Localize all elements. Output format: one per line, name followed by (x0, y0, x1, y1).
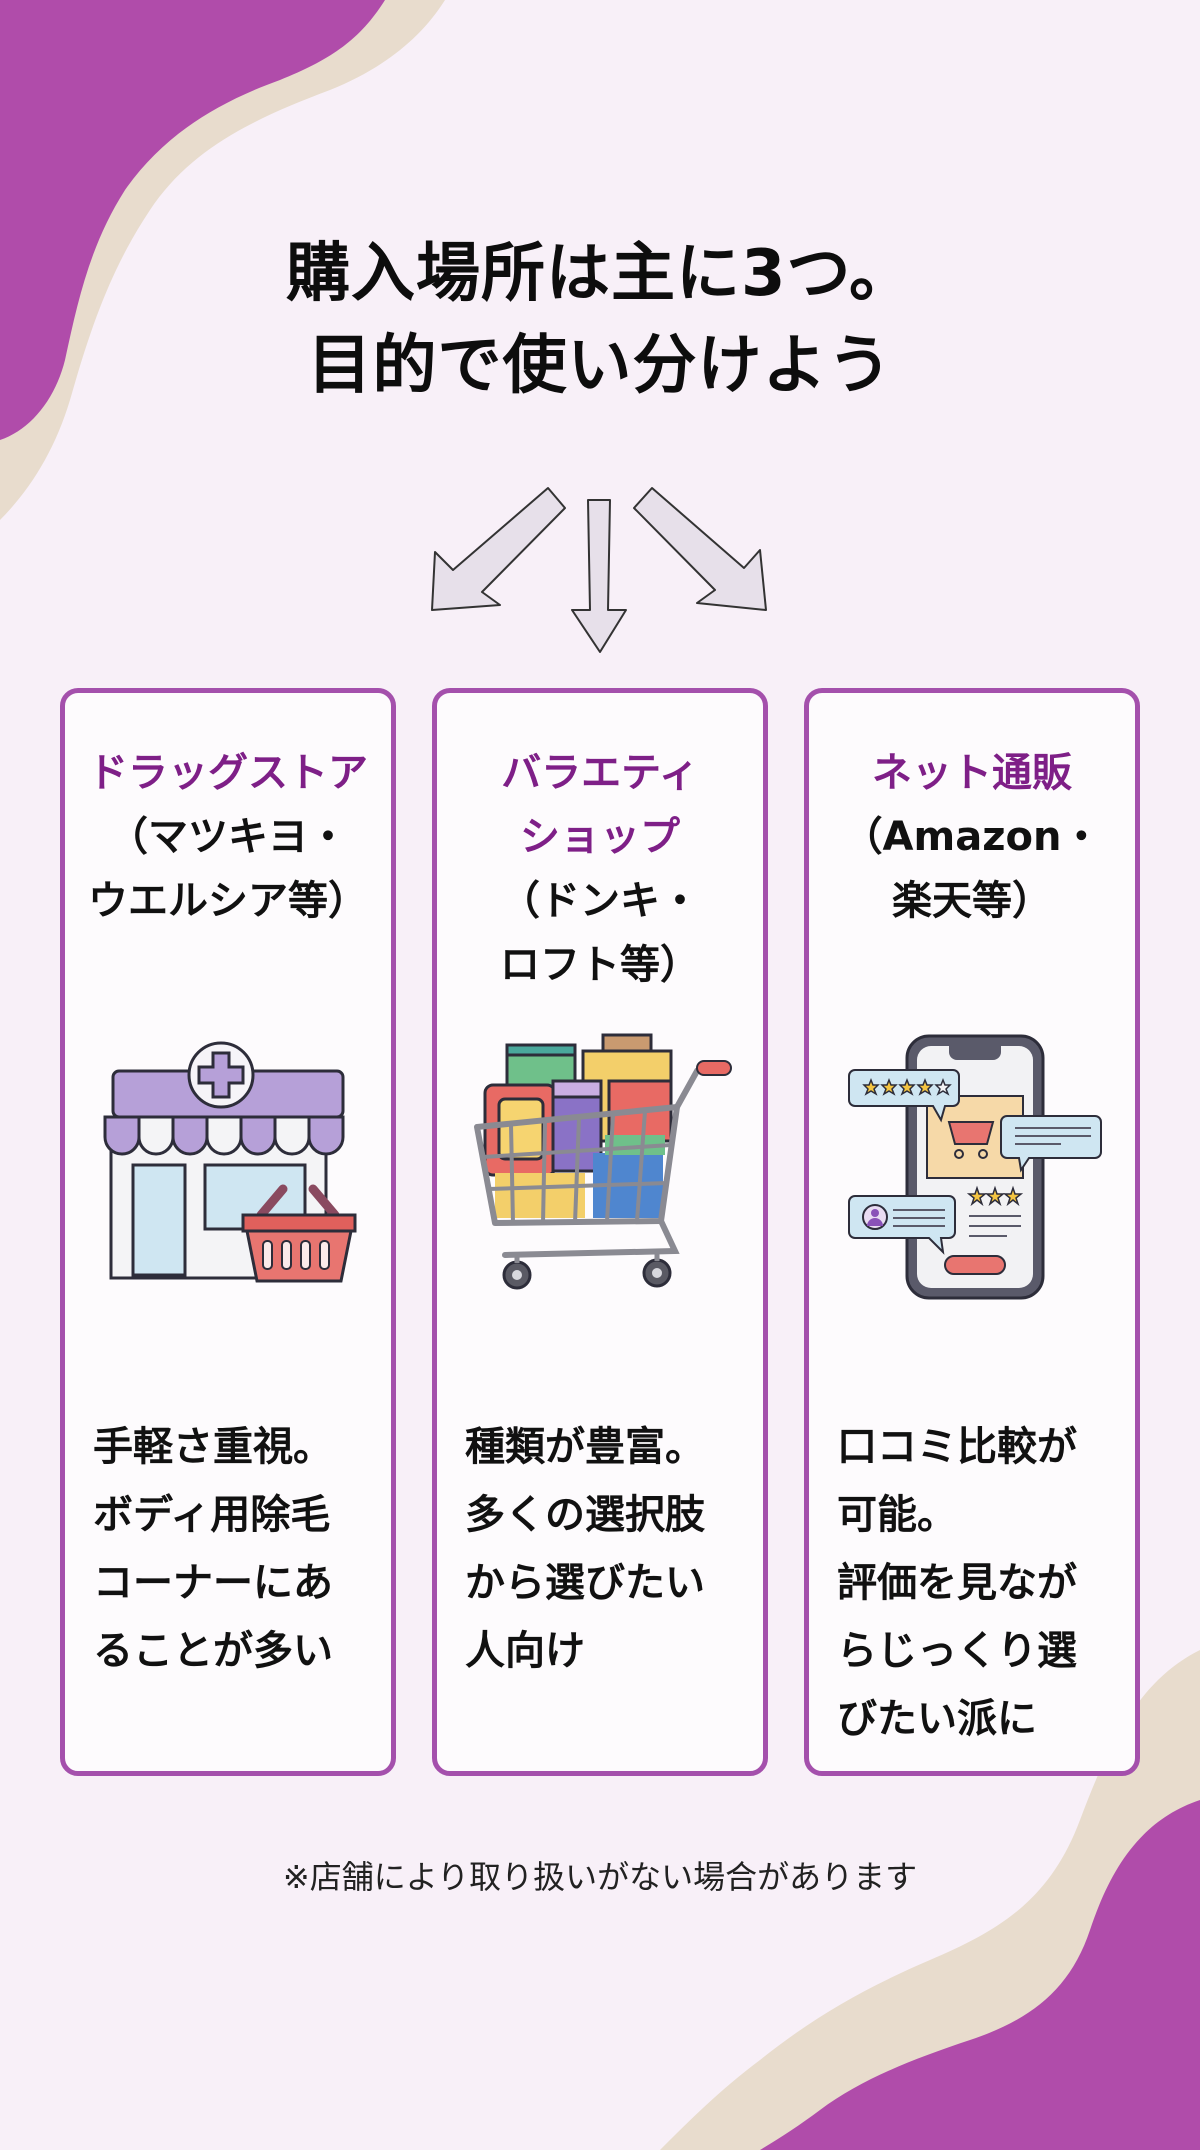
arrow-down-left-icon (431, 487, 566, 611)
title-line-2: 目的で使い分けよう (307, 329, 893, 403)
footnote: ※店舗により取り扱いがない場合があります (282, 1858, 918, 1896)
smartphone-reviews-icon (848, 1034, 1102, 1300)
arrow-down-icon (571, 499, 627, 653)
card-name-line-2: ショップ (520, 814, 680, 860)
desc-line: らじっくり選 (837, 1628, 1077, 1674)
desc-line: ボディ用除毛 (93, 1492, 331, 1538)
card-examples-line-1: （ドンキ・ (500, 878, 700, 924)
card-online-shopping: ネット通販 （Amazon・ 楽天等） (804, 688, 1140, 1776)
desc-line: コーナーにあ (93, 1560, 333, 1606)
desc-line: 種類が豊富。 (465, 1424, 705, 1470)
desc-line: ることが多い (93, 1628, 333, 1674)
card-examples-line-2: ウエルシア等） (88, 878, 368, 924)
desc-line: 口コミ比較が (837, 1424, 1077, 1470)
shopping-cart-icon (474, 1033, 732, 1290)
card-title: ドラッグストア （マツキヨ・ ウエルシア等） (65, 741, 391, 933)
card-name-line-1: バラエティ (501, 750, 699, 796)
arrow-down-right-icon (633, 487, 767, 611)
title-line-1: 購入場所は主に3つ。 (286, 237, 914, 311)
desc-line: 人向け (465, 1628, 585, 1674)
card-examples-line-2: 楽天等） (892, 878, 1052, 924)
desc-line: 多くの選択肢 (465, 1492, 705, 1538)
desc-line: 評価を見なが (837, 1560, 1077, 1606)
card-name: ネット通販 (872, 750, 1072, 796)
card-name: ドラッグストア (88, 750, 368, 796)
card-title: ネット通販 （Amazon・ 楽天等） (809, 741, 1135, 933)
card-examples-line-2: ロフト等） (500, 942, 700, 988)
card-description: 手軽さ重視。 ボディ用除毛 コーナーにあ ることが多い (93, 1413, 375, 1685)
desc-line: から選びたい (465, 1560, 705, 1606)
desc-line: びたい派に (837, 1696, 1037, 1742)
drugstore-with-basket-icon (103, 1041, 357, 1283)
card-variety-shop: バラエティ ショップ （ドンキ・ ロフト等） (432, 688, 768, 1776)
card-drugstore: ドラッグストア （マツキヨ・ ウエルシア等） (60, 688, 396, 1776)
desc-line: 手軽さ重視。 (93, 1424, 333, 1470)
page-title: 購入場所は主に3つ。 目的で使い分けよう (0, 228, 1200, 412)
three-arrows-decoration (431, 487, 767, 653)
card-description: 種類が豊富。 多くの選択肢 から選びたい 人向け (465, 1413, 747, 1685)
card-description: 口コミ比較が 可能。 評価を見なが らじっくり選 びたい派に (837, 1413, 1119, 1753)
desc-line: 可能。 (837, 1492, 957, 1538)
card-examples-line-1: （マツキヨ・ (108, 814, 348, 860)
card-examples-line-1: （Amazon・ (842, 814, 1102, 860)
card-title: バラエティ ショップ （ドンキ・ ロフト等） (437, 741, 763, 997)
